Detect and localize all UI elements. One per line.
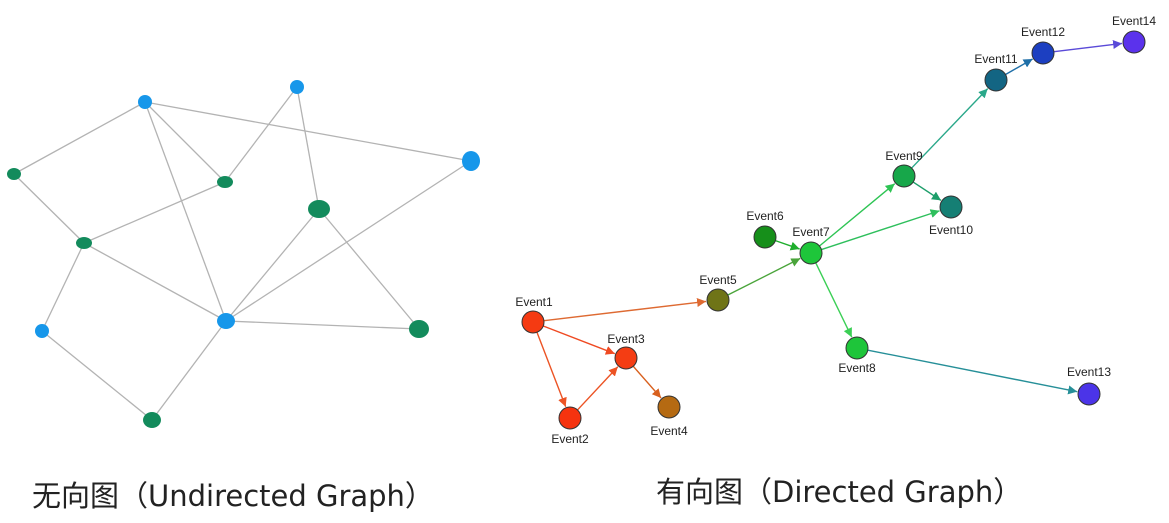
undirected-graph-caption: 无向图（Undirected Graph） [32, 479, 434, 513]
directed-edge [536, 332, 567, 408]
directed-node-label: Event13 [1067, 365, 1111, 379]
directed-edge [815, 262, 853, 338]
directed-node-label: Event8 [838, 361, 876, 375]
directed-node-label: Event10 [929, 223, 973, 237]
undirected-node [143, 412, 161, 428]
directed-edge [543, 325, 616, 355]
directed-edge [1005, 58, 1033, 76]
directed-edge [727, 257, 801, 296]
undirected-edge [296, 86, 320, 210]
directed-node-label: Event5 [699, 273, 737, 287]
undirected-edge [225, 208, 320, 322]
directed-node-e14 [1122, 30, 1146, 54]
undirected-edge [224, 86, 298, 183]
directed-edge [821, 209, 940, 251]
directed-graph-caption: 有向图（Directed Graph） [656, 475, 1023, 509]
directed-node-e12 [1031, 41, 1055, 65]
directed-node-e5 [706, 288, 730, 312]
directed-node-e1 [521, 310, 545, 334]
undirected-edge [13, 173, 85, 244]
undirected-node [462, 151, 480, 171]
undirected-edge [83, 242, 227, 322]
directed-node-e8 [845, 336, 869, 360]
directed-node-label: Event2 [551, 432, 589, 446]
directed-node-label: Event14 [1112, 14, 1156, 28]
directed-node-label: Event3 [607, 332, 645, 346]
directed-node-e7 [799, 241, 823, 265]
directed-edge [867, 349, 1078, 395]
directed-edge [543, 298, 707, 322]
directed-node-label: Event7 [792, 225, 830, 239]
undirected-node [35, 324, 49, 338]
directed-edge [576, 366, 619, 411]
undirected-node [217, 313, 235, 329]
directed-edge [819, 183, 896, 247]
undirected-node [409, 320, 429, 338]
directed-node-label: Event11 [974, 52, 1017, 66]
undirected-edge [225, 160, 472, 322]
undirected-edge [318, 208, 420, 330]
directed-node-e9 [892, 164, 916, 188]
directed-edge [912, 181, 942, 201]
undirected-edge [144, 101, 226, 183]
undirected-node [138, 95, 152, 109]
directed-node-e10 [939, 195, 963, 219]
directed-edge [632, 365, 662, 399]
undirected-edge [13, 101, 146, 175]
undirected-edge [41, 242, 85, 332]
directed-edge [911, 88, 989, 169]
directed-node-label: Event9 [885, 149, 923, 163]
directed-edge [775, 239, 800, 251]
undirected-edge [144, 101, 227, 322]
directed-node-e6 [753, 225, 777, 249]
directed-node-label: Event1 [515, 295, 553, 309]
directed-node-e2 [558, 406, 582, 430]
directed-edge [1053, 40, 1123, 53]
directed-node-e13 [1077, 382, 1101, 406]
directed-graph: Event1Event2Event3Event4Event5Event6Even… [515, 14, 1156, 446]
undirected-edge [83, 181, 226, 244]
directed-node-e11 [984, 68, 1008, 92]
undirected-edge [41, 330, 153, 421]
directed-node-label: Event4 [650, 424, 688, 438]
undirected-node [290, 80, 304, 94]
undirected-node [7, 168, 21, 180]
undirected-edge [151, 320, 227, 421]
directed-node-label: Event6 [746, 209, 784, 223]
undirected-graph [7, 80, 480, 428]
directed-node-label: Event12 [1021, 25, 1065, 39]
directed-node-e3 [614, 346, 638, 370]
undirected-edge [225, 320, 420, 330]
undirected-node [76, 237, 92, 249]
undirected-edge [144, 101, 472, 162]
directed-node-e4 [657, 395, 681, 419]
undirected-node [217, 176, 233, 188]
undirected-node [308, 200, 330, 218]
